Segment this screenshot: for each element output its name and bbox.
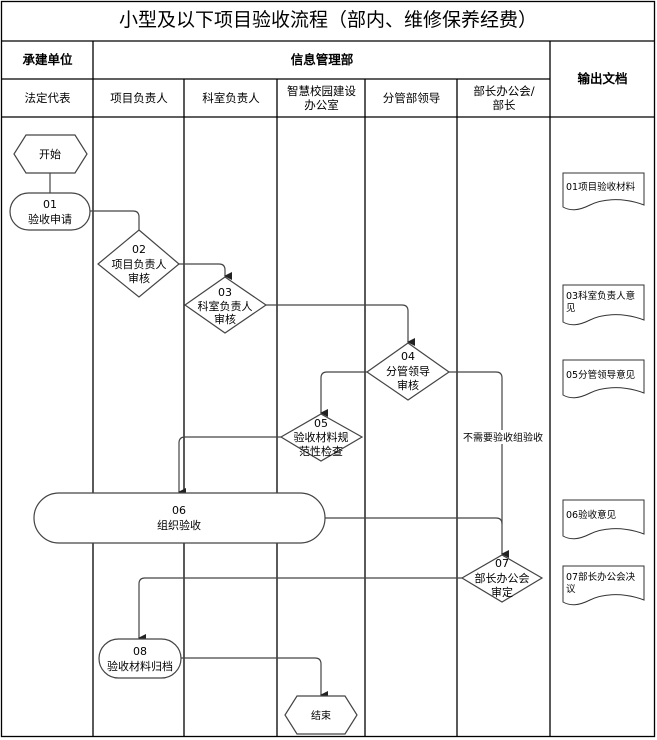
edge-04-to-05: [320, 371, 367, 417]
edge-label-text: 不需要验收组验收: [463, 431, 543, 444]
node-05-label-b: 范性检查: [299, 444, 343, 458]
node-02-number: 02: [132, 243, 146, 256]
lane-header-legal-rep: 法定代表: [24, 90, 71, 105]
edge-04-to-07: [449, 371, 509, 558]
node-04-label-b: 审核: [397, 378, 419, 392]
node-07-number: 07: [495, 557, 509, 570]
start-node[interactable]: 开始: [13, 134, 88, 174]
lane-header-smart-campus-office: 智慧校园建设 办公室: [278, 80, 365, 117]
group-header-contractor: 承建单位: [22, 52, 73, 68]
edge-02-to-03: [179, 263, 232, 280]
node-07-label-b: 审定: [491, 585, 513, 599]
node-02-project-lead-review[interactable]: 02 项目负责人 审核: [97, 229, 180, 298]
edge-label-bg: [460, 430, 546, 444]
node-01-acceptance-application[interactable]: 01 验收申请: [9, 192, 91, 231]
output-doc-07-label-a: 07部长办公会决: [566, 571, 636, 583]
output-doc-06-label: 06验收意见: [566, 509, 616, 521]
output-doc-03[interactable]: 03科室负责人意 见: [562, 284, 645, 326]
node-06-number: 06: [172, 504, 186, 517]
output-doc-01[interactable]: 01项目验收材料: [562, 172, 645, 211]
start-hexagon: [13, 134, 88, 174]
document-icon: [562, 565, 645, 606]
lane-header-division-leader: 分管部领导: [382, 90, 441, 105]
page-title: 小型及以下项目验收流程（部内、维修保养经费）: [118, 9, 537, 32]
output-doc-03-label-a: 03科室负责人意: [566, 290, 635, 302]
node-03-number: 03: [218, 286, 232, 299]
node-06-organize-acceptance[interactable]: 06 组织验收: [33, 492, 326, 544]
document-icon: [562, 284, 645, 326]
lane-header-section-lead: 科室负责人: [202, 90, 260, 105]
node-07-diamond: [460, 554, 544, 603]
node-06-label: 组织验收: [157, 518, 201, 532]
edge-07-to-08: [138, 577, 462, 642]
node-05-material-compliance-check[interactable]: 05 验收材料规 范性检查: [279, 413, 364, 462]
node-02-label-a: 项目负责人: [112, 257, 167, 271]
output-doc-07[interactable]: 07部长办公会决 议: [562, 565, 645, 606]
node-08-archive-materials[interactable]: 08 验收材料归档: [98, 638, 182, 679]
node-05-number: 05: [314, 417, 328, 430]
node-02-diamond: [97, 229, 180, 298]
edge-label-no-acceptance-team: 不需要验收组验收: [460, 430, 546, 444]
node-08-shape: [98, 638, 182, 679]
output-doc-01-label: 01项目验收材料: [566, 181, 636, 193]
end-label: 结束: [311, 709, 331, 722]
node-08-label: 验收材料归档: [107, 659, 173, 673]
node-07-minister-meeting-decision[interactable]: 07 部长办公会 审定: [460, 554, 544, 603]
output-docs-header: 输出文档: [577, 71, 628, 87]
node-08-number: 08: [133, 645, 147, 658]
connectors: [49, 173, 509, 699]
document-icon: [562, 499, 645, 540]
node-03-section-lead-review[interactable]: 03 科室负责人 审核: [183, 276, 268, 334]
node-01-number: 01: [43, 198, 57, 211]
end-hexagon: [284, 695, 358, 735]
edge-05-to-06: [178, 436, 281, 496]
edge-03-to-04: [266, 304, 415, 346]
start-label: 开始: [39, 147, 61, 161]
output-doc-03-label-b: 见: [566, 303, 576, 314]
output-doc-06[interactable]: 06验收意见: [562, 499, 645, 540]
node-04-diamond: [365, 342, 451, 401]
edge-08-to-end: [181, 657, 328, 699]
node-03-diamond: [183, 276, 268, 334]
node-04-label-a: 分管领导: [386, 364, 430, 378]
lane-header-line-2: 办公室: [304, 97, 339, 112]
node-05-diamond: [279, 413, 364, 462]
node-01-label: 验收申请: [28, 212, 72, 226]
node-04-division-leader-review[interactable]: 04 分管领导 审核: [365, 342, 451, 401]
lane-header-project-lead: 项目负责人: [110, 90, 168, 105]
end-node[interactable]: 结束: [284, 695, 358, 735]
output-doc-05-label: 05分管领导意见: [566, 369, 635, 381]
node-02-label-b: 审核: [128, 271, 150, 285]
document-icon: [562, 359, 645, 399]
output-doc-07-label-b: 议: [566, 584, 576, 595]
node-05-label-a: 验收材料规: [294, 430, 349, 444]
document-icon: [562, 172, 645, 211]
node-07-label-a: 部长办公会: [475, 571, 530, 585]
node-06-shape: [33, 492, 326, 544]
node-04-number: 04: [401, 350, 415, 363]
lane-header-minister-meeting: 部长办公会/ 部长: [458, 80, 550, 117]
lane-header-line-1: 部长办公会/: [473, 84, 535, 99]
node-03-label-a: 科室负责人: [198, 299, 253, 313]
node-03-label-b: 审核: [214, 312, 236, 326]
edge-01-to-02: [90, 210, 140, 230]
node-01-shape: [9, 192, 91, 231]
output-doc-05[interactable]: 05分管领导意见: [562, 359, 645, 399]
group-header-info-dept: 信息管理部: [290, 52, 354, 68]
lane-header-line-2: 部长: [492, 97, 516, 112]
edge-06-to-07: [325, 517, 503, 525]
lane-header-line-1: 智慧校园建设: [287, 84, 356, 99]
